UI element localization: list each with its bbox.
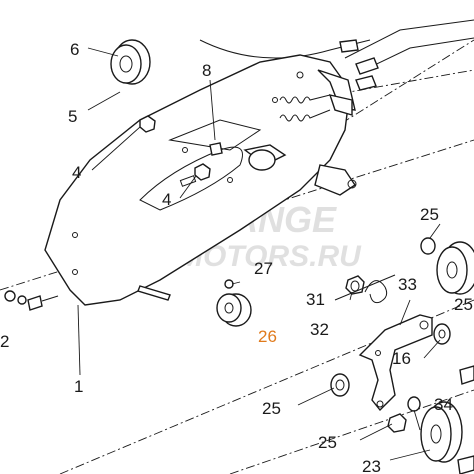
callout-1: 1 [74,377,83,396]
callout-16: 16 [392,349,411,368]
washer-part-2b [17,295,27,305]
spacer-part-26 [216,279,252,327]
small-hardware [4,115,223,311]
callout-34: 34 [434,395,453,414]
nut-part-4b [194,163,211,181]
callout-26: 26 [258,327,277,346]
callout-31: 31 [306,290,325,309]
callout-4-lower: 4 [162,190,171,209]
callout-27: 27 [254,259,273,278]
callout-25-bottom: 25 [318,433,337,452]
callout-25-right: 25 [454,295,473,314]
bolt-part-2 [27,295,43,311]
stud-bolt [137,285,171,301]
pulley-lower-right [420,401,474,474]
callout-4-upper: 4 [72,163,81,182]
callout-32: 32 [310,320,329,339]
bracket-part-33 [358,314,433,412]
clip-part-8 [209,142,223,156]
callout-2: 2 [0,332,9,351]
ring-part-27 [224,279,234,289]
pulley-upper-right [420,237,474,295]
nut-part-16 [433,323,451,345]
engine-housing-outline [199,39,371,59]
callout-23: 23 [362,457,381,474]
callout-labels: 6 5 4 4 8 1 2 27 26 31 32 33 16 25 25 25… [0,40,473,474]
spring-cable-assembly [279,19,474,122]
callout-25-top: 25 [420,205,439,224]
pulley-part-6 [110,39,151,85]
lower-lever [314,164,357,196]
callout-33: 33 [398,275,417,294]
callout-5: 5 [68,107,77,126]
washer-25-left [330,373,350,397]
washer-group-lower [330,373,421,433]
bolt-far-right [459,365,474,385]
callout-6: 6 [70,40,79,59]
washer-part-2a [4,290,16,302]
nut-25-lower [387,413,407,433]
pin-part-32 [334,274,396,304]
callout-25-left: 25 [262,399,281,418]
leader-lines [77,47,441,461]
callout-8: 8 [202,61,211,80]
washer-34 [407,396,421,412]
